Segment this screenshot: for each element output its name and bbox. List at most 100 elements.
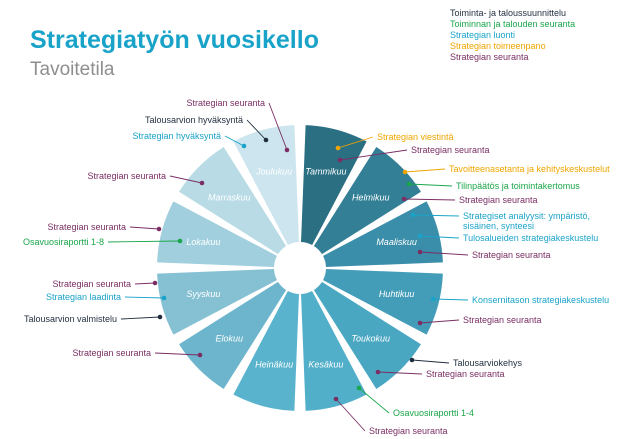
connector-line xyxy=(154,352,201,356)
month-label: Elokuu xyxy=(216,334,244,344)
event-label: Strategian viestintä xyxy=(377,132,454,142)
connector-line xyxy=(129,226,160,230)
connector-line xyxy=(107,240,181,243)
event-label: Osavuosiraportti 1-8 xyxy=(23,237,104,247)
event-label: Strategian seuranta xyxy=(426,369,505,379)
connector-dot xyxy=(417,249,423,255)
connector-dot xyxy=(241,143,247,149)
legend-item: Toiminnan ja talouden seuranta xyxy=(450,19,576,29)
month-label: Joulukuu xyxy=(255,166,292,176)
event-label: Strategian seuranta xyxy=(459,195,538,205)
event-label: Tavoitteenasetanta ja kehityskeskustelut xyxy=(449,164,610,174)
month-sector xyxy=(313,281,421,389)
connector-dot xyxy=(161,295,167,301)
legend: Toiminta- ja taloussuunnittelu Toiminnan… xyxy=(450,8,575,63)
connector-dot xyxy=(410,212,416,218)
event-label: sisäinen, synteesi xyxy=(463,221,534,231)
connector-line xyxy=(120,316,161,320)
legend-item: Strategian toimeenpano xyxy=(450,41,546,51)
month-label: Syyskuu xyxy=(186,289,220,299)
connector-dot xyxy=(417,320,423,326)
connector-line xyxy=(419,251,469,256)
connector-dot xyxy=(402,169,408,175)
connector-dot xyxy=(284,147,290,153)
connector-dot xyxy=(197,352,203,358)
connector-line xyxy=(124,296,165,299)
connector-line xyxy=(408,183,453,187)
connector-line xyxy=(134,282,156,285)
connector-line xyxy=(432,298,469,301)
event-label: Talousarvion hyväksyntä xyxy=(145,115,243,125)
event-label: Strategian hyväksyntä xyxy=(132,131,221,141)
connector-dot xyxy=(409,357,415,363)
connector-dot xyxy=(337,157,343,163)
month-label: Kesäkuu xyxy=(308,360,343,370)
connector-line xyxy=(169,175,203,184)
connector-dot xyxy=(152,280,158,286)
connector-line xyxy=(404,168,446,173)
legend-item: Strategian luonti xyxy=(450,30,516,40)
event-label: Strategian seuranta xyxy=(47,222,126,232)
event-label: Strategian seuranta xyxy=(87,171,166,181)
connector-line xyxy=(337,136,374,149)
connector-line xyxy=(358,387,390,414)
month-sector xyxy=(313,147,421,255)
connector-dot xyxy=(430,296,436,302)
event-label: Strategian seuranta xyxy=(463,315,542,325)
month-label: Lokakuu xyxy=(186,237,220,247)
month-label: Marraskuu xyxy=(208,192,251,202)
connector-dot xyxy=(417,233,423,239)
month-sector xyxy=(179,281,287,389)
event-label: Tulosalueiden strategiakeskustelu xyxy=(463,233,598,243)
event-label: Strategian seuranta xyxy=(369,426,448,436)
legend-item: Toiminta- ja taloussuunnittelu xyxy=(450,8,567,18)
month-label: Heinäkuu xyxy=(255,360,293,370)
connector-line xyxy=(339,149,408,161)
connector-dot xyxy=(157,314,163,320)
connector-dot xyxy=(335,145,341,151)
month-label: Huhtikuu xyxy=(379,289,415,299)
event-label: Strategian seuranta xyxy=(472,250,551,260)
month-sector xyxy=(301,291,367,411)
event-label: Talousarviokehys xyxy=(453,358,523,368)
event-label: Strategian seuranta xyxy=(186,98,265,108)
month-label: Toukokuu xyxy=(351,334,390,344)
page-subtitle: Tavoitetila xyxy=(30,59,115,80)
event-label: Talousarvion valmistelu xyxy=(24,314,117,324)
page-title: Strategiatyön vuosikello xyxy=(30,26,319,54)
event-label: Konsernitason strategiakeskustelu xyxy=(472,295,609,305)
connector-line xyxy=(246,119,267,141)
month-sector xyxy=(157,201,277,267)
month-sector xyxy=(301,125,367,245)
legend-item: Strategian seuranta xyxy=(450,52,529,62)
connector-line xyxy=(412,214,460,217)
month-label: Tammikuu xyxy=(305,166,346,176)
month-sector xyxy=(233,125,299,245)
connector-dot xyxy=(263,137,269,143)
connector-line xyxy=(419,319,460,324)
connector-line xyxy=(419,235,460,239)
month-sector xyxy=(323,269,443,335)
connector-dot xyxy=(333,396,339,402)
connector-dot xyxy=(199,180,205,186)
connector-dot xyxy=(401,196,407,202)
connector-dot xyxy=(356,385,362,391)
connector-line xyxy=(403,198,456,201)
month-label: Maaliskuu xyxy=(376,237,417,247)
event-label: Strategiset analyysit: ympäristö, xyxy=(463,211,590,221)
month-sector xyxy=(233,291,299,411)
month-sector xyxy=(157,269,277,335)
connector-line xyxy=(377,371,423,375)
connector-line xyxy=(268,102,288,151)
connector-dot xyxy=(406,181,412,187)
event-label: Tilinpäätös ja toimintakertomus xyxy=(456,181,580,191)
month-sector xyxy=(179,147,287,255)
connector-line xyxy=(335,398,366,432)
event-label: Strategian laadinta xyxy=(46,292,121,302)
connector-dot xyxy=(375,369,381,375)
connector-dot xyxy=(156,226,162,232)
month-label: Helmikuu xyxy=(352,192,390,202)
event-label: Strategian seuranta xyxy=(52,279,131,289)
event-label: Strategian seuranta xyxy=(72,348,151,358)
